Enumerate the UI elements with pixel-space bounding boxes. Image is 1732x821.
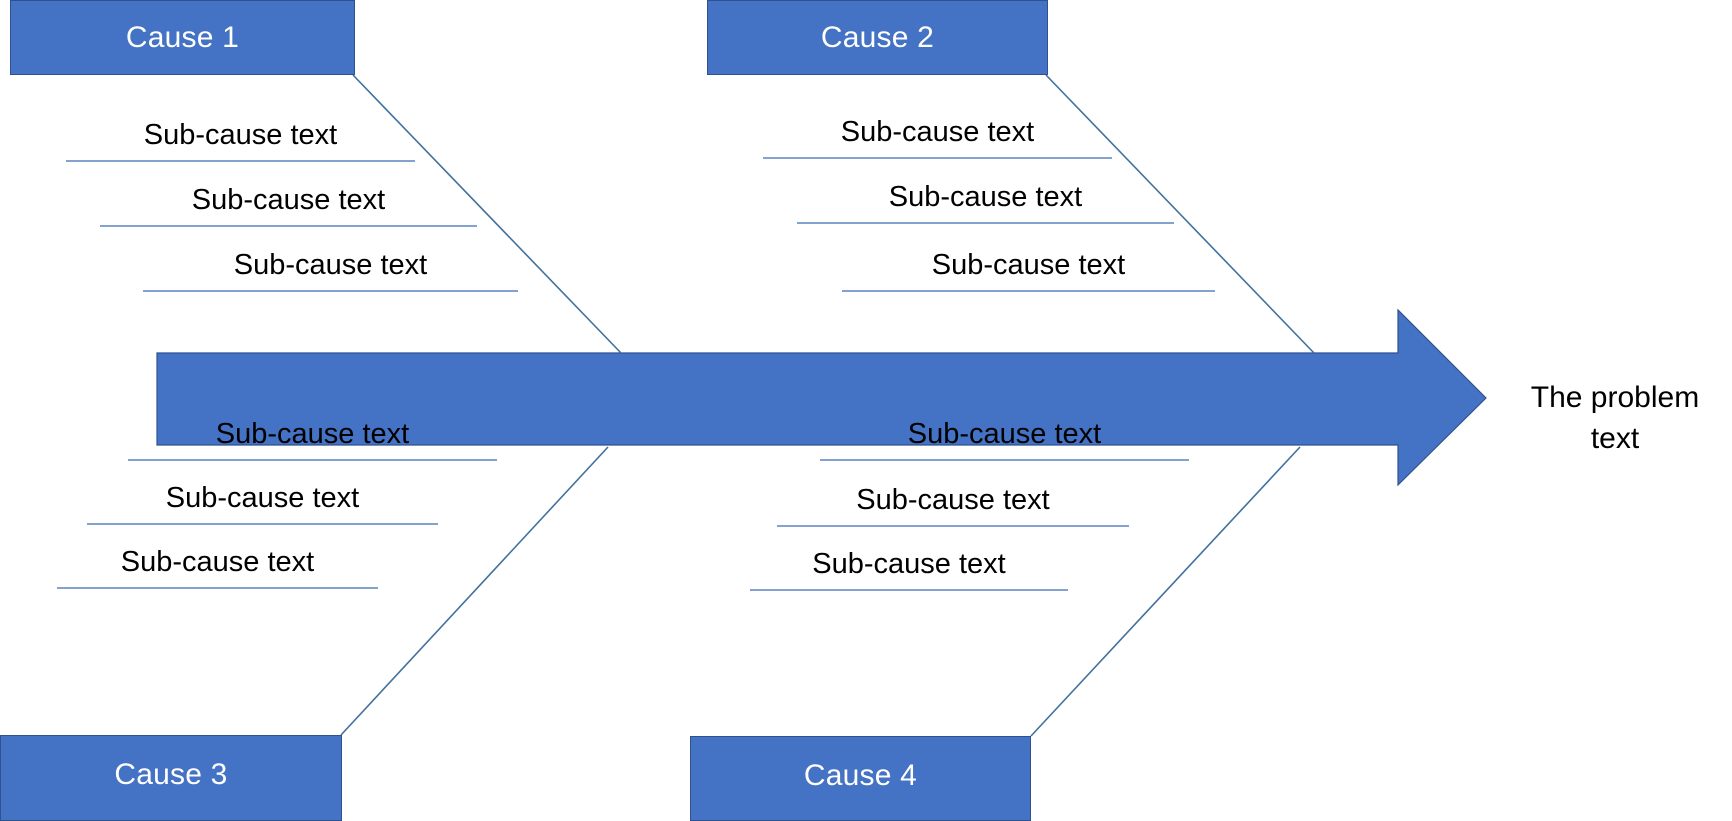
subcause-label-c2-2[interactable]: Sub-cause text bbox=[888, 181, 1083, 213]
cause-label-4: Cause 4 bbox=[803, 758, 918, 792]
connector-cause-3 bbox=[340, 446, 609, 736]
subcause-label-c1-1[interactable]: Sub-cause text bbox=[143, 119, 338, 151]
problem-text[interactable]: The problem text bbox=[1508, 378, 1722, 459]
cause-label-1: Cause 1 bbox=[125, 20, 240, 54]
spine-arrow[interactable] bbox=[156, 308, 1487, 487]
cause-label-3: Cause 3 bbox=[114, 758, 228, 791]
problem-text-line-1: The problem bbox=[1530, 381, 1700, 414]
subcause-label-c1-2[interactable]: Sub-cause text bbox=[191, 184, 386, 216]
cause-label-2: Cause 2 bbox=[820, 20, 935, 54]
subcause-label-c4-3[interactable]: Sub-cause text bbox=[812, 548, 1006, 580]
cause-box-2[interactable]: Cause 2 bbox=[707, 0, 1048, 75]
connector-cause-4 bbox=[1030, 446, 1301, 737]
subcause-label-c3-3[interactable]: Sub-cause text bbox=[120, 546, 315, 578]
subcause-label-c3-2[interactable]: Sub-cause text bbox=[165, 482, 360, 514]
subcause-label-c4-2[interactable]: Sub-cause text bbox=[856, 484, 1050, 516]
subcause-label-c4-1[interactable]: Sub-cause text bbox=[907, 418, 1102, 450]
subcause-label-c2-3[interactable]: Sub-cause text bbox=[931, 249, 1126, 281]
problem-text-line-2: text bbox=[1590, 421, 1640, 455]
connector-cause-1 bbox=[352, 74, 622, 354]
cause-box-1[interactable]: Cause 1 bbox=[10, 0, 355, 75]
subcause-label-c2-1[interactable]: Sub-cause text bbox=[840, 116, 1035, 148]
cause-box-4[interactable]: Cause 4 bbox=[690, 736, 1031, 821]
subcause-label-c3-1[interactable]: Sub-cause text bbox=[215, 418, 410, 450]
subcause-label-c1-3[interactable]: Sub-cause text bbox=[233, 249, 428, 281]
cause-box-3[interactable]: Cause 3 bbox=[0, 735, 342, 821]
connector-cause-2 bbox=[1045, 74, 1315, 354]
